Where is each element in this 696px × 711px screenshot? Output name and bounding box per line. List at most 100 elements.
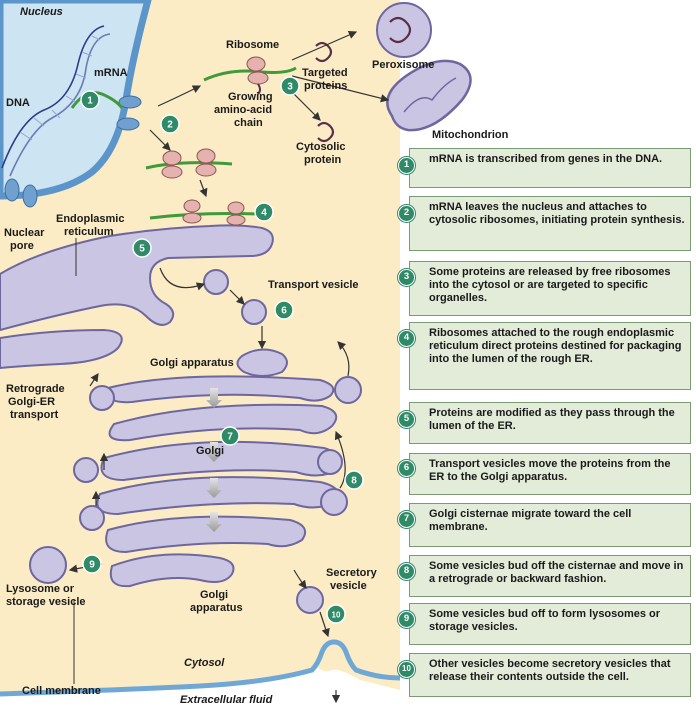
step-text: mRNA leaves the nucleus and attaches to …	[429, 201, 685, 226]
step-box-3: Some proteins are released by free ribos…	[409, 261, 691, 316]
targeted-protein	[315, 41, 333, 63]
peroxisome	[376, 2, 432, 58]
er-budding-vesicle	[203, 269, 229, 295]
svg-text:6: 6	[281, 306, 287, 317]
step-badge-3: 3	[398, 269, 415, 286]
label-peroxisome: Peroxisome	[372, 59, 434, 71]
growing-chain	[257, 83, 261, 95]
step-box-5: Proteins are modified as they pass throu…	[409, 402, 691, 444]
mitochondrion	[386, 59, 472, 132]
diagram-badge-5: 5	[132, 238, 152, 258]
mrna-strand-nucleus	[70, 91, 124, 109]
secretory-vesicle-shape	[296, 586, 324, 614]
step-box-2: mRNA leaves the nucleus and attaches to …	[409, 196, 691, 251]
svg-text:4: 4	[261, 208, 267, 219]
label-golgi-apparatus-bottom: Golgi apparatus	[190, 589, 243, 614]
golgi-stack	[96, 348, 342, 588]
step-text: Ribosomes attached to the rough endoplas…	[429, 327, 682, 365]
step-box-6: Transport vesicles move the proteins fro…	[409, 453, 691, 495]
svg-text:10: 10	[332, 611, 341, 620]
step-text: Golgi cisternae migrate toward the cell …	[429, 508, 632, 533]
step-badge-1: 1	[398, 157, 415, 174]
diagram-badge-1: 1	[80, 90, 100, 110]
step-box-10: Other vesicles become secretory vesicles…	[409, 653, 691, 697]
svg-text:9: 9	[89, 560, 95, 571]
process-arrows	[68, 31, 390, 704]
label-targeted-proteins: Targeted proteins	[302, 67, 351, 92]
transport-vesicle	[241, 299, 267, 325]
diagram-badge-2: 2	[160, 114, 180, 134]
label-cell-membrane: Cell membrane	[22, 685, 101, 697]
step-box-7: Golgi cisternae migrate toward the cell …	[409, 503, 691, 547]
label-lysosome: Lysosome or storage vesicle	[6, 583, 86, 608]
diagram-badge-9: 9	[82, 554, 102, 574]
step-badge-10: 10	[398, 661, 415, 678]
step-box-1: mRNA is transcribed from genes in the DN…	[409, 148, 691, 188]
step-box-4: Ribosomes attached to the rough endoplas…	[409, 322, 691, 390]
step-text: Some proteins are released by free ribos…	[429, 266, 671, 304]
svg-text:1: 1	[87, 96, 93, 107]
er-lower-lumen	[0, 328, 123, 370]
svg-text:2: 2	[167, 120, 173, 131]
step-badge-5: 5	[398, 411, 415, 428]
label-dna: DNA	[6, 97, 30, 109]
step-badge-4: 4	[398, 330, 415, 347]
svg-text:8: 8	[351, 476, 357, 487]
label-er: Endoplasmic reticulum	[56, 213, 128, 238]
step-text: Other vesicles become secretory vesicles…	[429, 658, 671, 683]
step-text: Proteins are modified as they pass throu…	[429, 407, 675, 432]
diagram-badge-7: 7	[220, 426, 240, 446]
golgi-migration-arrows	[206, 388, 222, 532]
svg-text:3: 3	[287, 82, 293, 93]
label-mitochondrion: Mitochondrion	[432, 129, 509, 141]
diagram-badge-3: 3	[280, 76, 300, 96]
label-mrna: mRNA	[94, 67, 128, 79]
dna-helix	[1, 25, 111, 177]
step-badge-6: 6	[398, 460, 415, 477]
rough-er	[0, 224, 274, 332]
step-text: Transport vesicles move the proteins fro…	[429, 458, 671, 483]
label-ribosome: Ribosome	[226, 39, 279, 51]
label-secretory-vesicle: Secretory vesicle	[326, 567, 380, 592]
label-nucleus: Nucleus	[20, 6, 63, 18]
label-extracellular-fluid: Extracellular fluid	[180, 694, 273, 706]
svg-text:5: 5	[139, 244, 145, 255]
nuclear-pore-2	[4, 178, 38, 208]
label-growing-chain: Growing amino-acid chain	[214, 91, 276, 129]
diagram-badges: 1 2 3 4 5 6 7 8 9 10	[80, 76, 364, 624]
nucleus	[0, 0, 152, 200]
diagram-badge-10: 10	[326, 604, 346, 624]
step-text: Some vesicles bud off the cisternae and …	[429, 560, 684, 585]
svg-text:7: 7	[227, 432, 233, 443]
diagram-badge-6: 6	[274, 300, 294, 320]
step-badge-9: 9	[398, 611, 415, 628]
label-golgi-mid: Golgi	[196, 445, 224, 457]
cell-membrane	[0, 639, 401, 697]
lysosome-vesicle	[29, 546, 67, 584]
step-badge-8: 8	[398, 563, 415, 580]
diagram-badge-4: 4	[254, 202, 274, 222]
label-golgi-apparatus-top: Golgi apparatus	[150, 357, 234, 369]
label-transport-vesicle: Transport vesicle	[268, 279, 359, 291]
label-nuclear-pore: Nuclear pore	[4, 227, 47, 252]
step-text: mRNA is transcribed from genes in the DN…	[429, 153, 663, 165]
step-badge-7: 7	[398, 511, 415, 528]
er-ribosomes	[149, 199, 261, 226]
label-retrograde: Retrograde Golgi-ER transport	[6, 383, 68, 421]
step-text: Some vesicles bud off to form lysosomes …	[429, 608, 661, 633]
free-ribosome	[246, 56, 269, 85]
step-box-8: Some vesicles bud off the cisternae and …	[409, 555, 691, 597]
diagram-badge-8: 8	[344, 470, 364, 490]
mrna-strand-pair	[145, 161, 233, 170]
label-cytosol: Cytosol	[184, 657, 225, 669]
label-cytosolic-protein: Cytosolic protein	[296, 141, 349, 166]
cytosolic-protein-shape	[317, 121, 335, 143]
pointer-lines	[73, 238, 77, 684]
ribosome-pair	[161, 148, 217, 179]
nuclear-pore-1	[116, 95, 142, 131]
step-badge-2: 2	[398, 205, 415, 222]
step-box-9: Some vesicles bud off to form lysosomes …	[409, 603, 691, 645]
golgi-vesicles	[73, 376, 362, 531]
